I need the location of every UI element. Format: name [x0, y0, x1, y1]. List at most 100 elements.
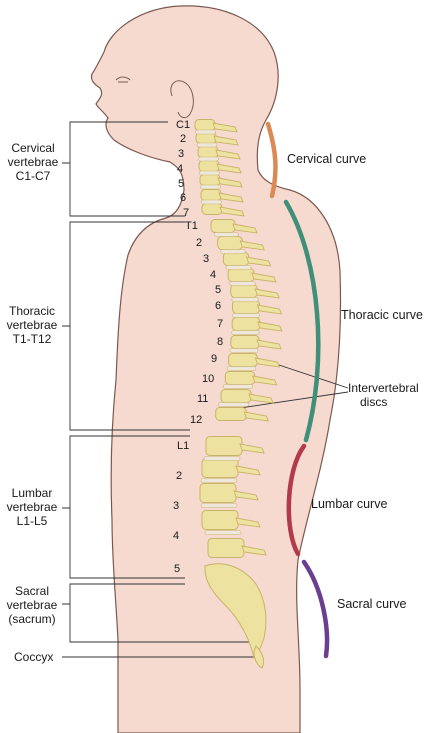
thoracic-disc-3	[225, 265, 252, 270]
thoracic-vertebra-8-body	[230, 335, 260, 349]
lumbar-number-5: 5	[174, 563, 181, 575]
lumbar-disc-3	[200, 503, 238, 508]
cervical-number-2: 2	[180, 133, 187, 145]
lumbar-number-4: 4	[173, 530, 180, 542]
cervical-vertebra-5-body	[199, 174, 221, 186]
thoracic-curve-arc	[283, 199, 321, 443]
cervical-disc-4	[199, 170, 220, 176]
thoracic-vertebra-10-body	[224, 371, 256, 385]
lumbar-curve-arc	[286, 443, 307, 557]
cervical-disc-3	[198, 156, 219, 162]
ear	[170, 80, 194, 119]
thoracic-disc-10	[223, 384, 254, 389]
thoracic-number-8: 8	[217, 336, 224, 348]
thoracic-disc-2	[220, 249, 246, 254]
thoracic-number-3: 3	[203, 253, 210, 265]
thoracic-vertebra-1-process	[232, 223, 258, 234]
coccyx-bone	[253, 645, 265, 669]
sacral-curve-arc	[301, 559, 330, 659]
lumbar-vertebra-4-process	[235, 517, 261, 528]
thoracic-vertebra-3-process	[245, 256, 272, 267]
lumbar-number-2: 2	[176, 470, 183, 482]
thoracic-vertebra-5-process	[254, 288, 280, 299]
thoracic-disc-5	[231, 297, 259, 302]
disc-pointer-lines	[239, 361, 349, 409]
lumbar-vertebra-5-process	[241, 545, 267, 556]
lumbar-vertebra-3-process	[233, 490, 259, 501]
thoracic-vertebra-10-process	[252, 375, 278, 386]
cervical-vertebra-1-process	[212, 122, 238, 133]
thoracic-vertebra-9-body	[228, 353, 258, 367]
cervical-number-3: 3	[178, 148, 185, 160]
cervical-disc-6	[201, 199, 222, 205]
cervical-number-5: 5	[178, 178, 185, 190]
thoracic-curve-label: Thoracic curve	[341, 308, 423, 322]
thoracic-vertebra-8-process	[256, 339, 282, 350]
lumbar-vertebra-5-body	[207, 538, 245, 558]
cervical-vertebra-7-process	[219, 206, 245, 217]
thoracic-vertebra-6-body	[232, 300, 260, 314]
thoracic-number-7: 7	[217, 318, 224, 330]
lumbar-vertebra-2-process	[235, 465, 261, 476]
thoracic-number-4: 4	[210, 269, 217, 281]
cervical-vertebra-7-body	[201, 203, 223, 215]
cervical-disc-2	[196, 142, 218, 148]
thoracic-disc-11	[218, 402, 249, 407]
cervical-vertebra-4-body	[198, 160, 220, 172]
thoracic-disc-8	[229, 348, 259, 353]
lumbar-vertebra-4-body	[201, 510, 239, 530]
lumbar-curve-label: Lumbar curve	[311, 497, 388, 511]
thoracic-vertebra-11-process	[248, 393, 274, 404]
lumbar-disc-4	[204, 530, 242, 535]
spine	[194, 119, 283, 669]
cervical-number-7: 7	[183, 207, 190, 219]
region-brackets	[62, 121, 258, 658]
thoracic-vertebra-3-body	[222, 252, 250, 266]
cervical-vertebra-3-process	[215, 149, 241, 160]
cervical-curve-arc	[265, 121, 278, 199]
thoracic-vertebra-2-process	[239, 240, 266, 251]
thoracic-vertebra-1-body	[210, 219, 236, 233]
sacral-curve-label: Sacral curve	[337, 597, 407, 611]
lumbar-disc-1	[203, 456, 241, 461]
lumbar-vertebra-2-body	[201, 458, 239, 478]
thoracic-vertebra-4-process	[251, 272, 277, 283]
cervical-vertebra-6-process	[218, 192, 244, 203]
thoracic-vertebra-2-body	[217, 236, 243, 250]
thoracic-disc-9	[226, 366, 257, 371]
eye	[115, 76, 131, 83]
cervical-vertebra-6-body	[200, 189, 222, 201]
lumbar-disc-2	[200, 478, 238, 483]
cervical-vertebra-5-process	[217, 177, 243, 188]
thoracic-number-12: 12	[190, 414, 203, 426]
cervical-vertebra-3-body	[197, 146, 219, 158]
thoracic-disc-7	[231, 330, 260, 335]
thoracic-vertebra-7-body	[231, 317, 261, 331]
lumbar-number-1: L1	[177, 440, 190, 452]
thoracic-vertebra-11-body	[220, 389, 252, 403]
lumbar-vertebra-3-body	[199, 483, 237, 503]
thoracic-number-5: 5	[215, 284, 222, 296]
cervical-disc-1	[195, 129, 216, 135]
cervical-vertebra-4-process	[216, 163, 242, 174]
cervical-number-6: 6	[180, 192, 187, 204]
thoracic-number-6: 6	[215, 300, 222, 312]
coccyx-label: Coccyx	[14, 650, 54, 664]
cervical-vertebra-2-process	[213, 135, 239, 146]
thoracic-vertebra-12-process	[243, 411, 270, 422]
thoracic-disc-4	[229, 281, 256, 286]
lumbar-vertebra-1-body	[205, 436, 243, 456]
thoracic-vertebra-7-process	[257, 321, 283, 332]
thoracic-disc-1	[214, 232, 239, 237]
thoracic-number-1: T1	[185, 220, 198, 232]
thoracic-vertebra-9-process	[254, 357, 281, 368]
cervical-vertebra-1-body	[194, 119, 216, 131]
thoracic-vertebra-5-body	[230, 284, 258, 298]
thoracic-vertebra-12-body	[215, 407, 247, 421]
thoracic-number-10: 10	[202, 373, 215, 385]
